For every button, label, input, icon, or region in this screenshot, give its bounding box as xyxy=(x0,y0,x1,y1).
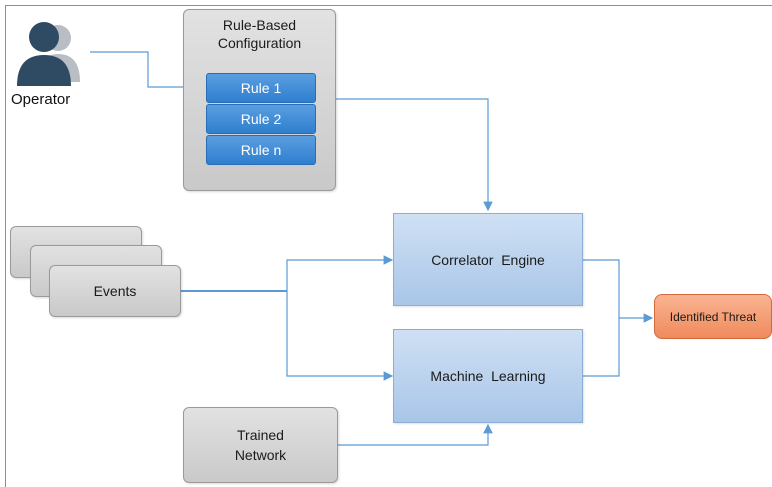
diagram-frame xyxy=(5,5,772,487)
connector-events-ml xyxy=(286,291,394,381)
connector-ml-merge xyxy=(583,318,620,377)
events-card: Events xyxy=(49,265,181,317)
identified-threat-box: Identified Threat xyxy=(654,294,772,339)
machine-learning-label: Machine Learning xyxy=(430,368,546,384)
operator-label: Operator xyxy=(11,91,71,108)
rule-config-title-line1: Rule-Based xyxy=(222,17,297,33)
trained-network-line2: Network xyxy=(234,447,287,463)
rule-config-title-line2: Configuration xyxy=(217,35,302,51)
connector-correlator-merge xyxy=(583,259,620,318)
correlator-engine-label: Correlator Engine xyxy=(431,251,545,268)
rule-n-button[interactable]: Rule n xyxy=(206,135,316,165)
connector-trained-ml xyxy=(338,423,493,446)
connector-events-correlator xyxy=(286,255,394,291)
trained-network-box: Trained Network xyxy=(183,407,338,483)
connector-config-correlator xyxy=(336,98,493,212)
trained-network-line1: Trained xyxy=(237,427,284,443)
rule-2-button[interactable]: Rule 2 xyxy=(206,104,316,134)
connector-operator-rule1 xyxy=(90,51,206,92)
rule-1-button[interactable]: Rule 1 xyxy=(206,73,316,103)
identified-threat-label: Identified Threat xyxy=(669,309,757,324)
machine-learning-box: Machine Learning xyxy=(393,329,583,423)
correlator-engine-box: Correlator Engine xyxy=(393,213,583,306)
events-label: Events xyxy=(93,283,137,299)
